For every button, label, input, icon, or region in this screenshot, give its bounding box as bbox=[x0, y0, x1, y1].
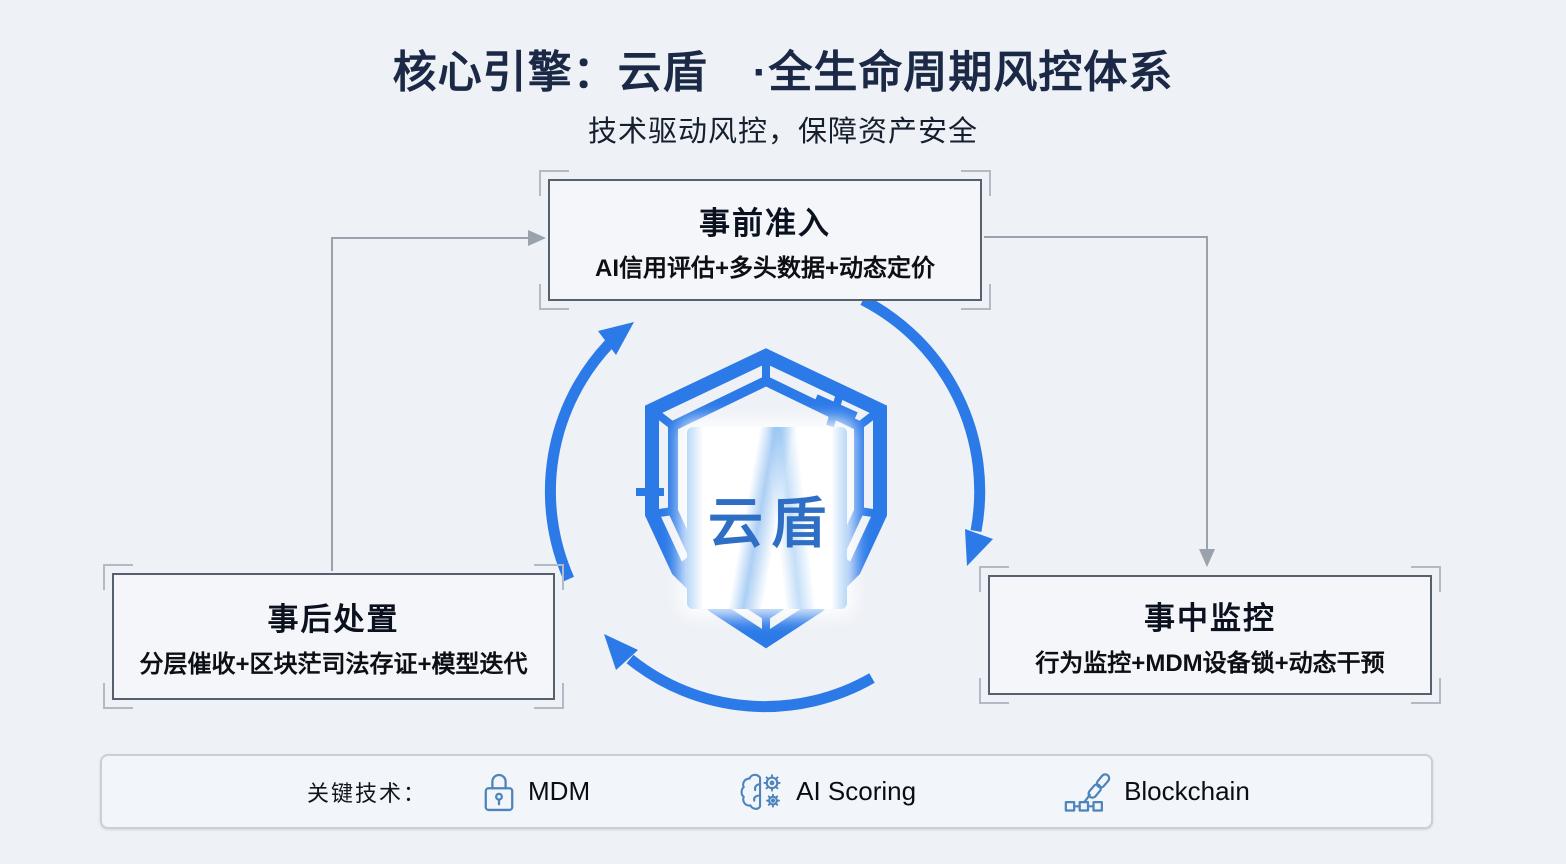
stage-box-pre-access: 事前准入 AI信用评估+多头数据+动态定价 bbox=[539, 170, 991, 310]
lock-icon bbox=[484, 773, 514, 811]
cycle-arrows-icon bbox=[544, 295, 993, 713]
stage-mid-desc: 行为监控+MDM设备锁+动态干预 bbox=[1035, 649, 1385, 677]
corner-bracket-icon bbox=[103, 683, 133, 709]
corner-bracket-icon bbox=[103, 564, 133, 590]
stage-pre-title: 事前准入 bbox=[699, 205, 831, 241]
shield-label-patch: 云盾 bbox=[687, 427, 847, 609]
shield-icon bbox=[636, 348, 887, 649]
connector-pre-to-mid bbox=[984, 236, 1215, 567]
stage-mid-title: 事中监控 bbox=[1144, 600, 1276, 636]
arrowhead-down-icon bbox=[1199, 549, 1215, 567]
stage-box-post-disposal: 事后处置 分层催收+区块茫司法存证+模型迭代 bbox=[103, 564, 564, 709]
brain-gears-icon bbox=[740, 773, 781, 810]
key-technologies-label: 关键技术： bbox=[307, 780, 428, 806]
key-technologies-bar: 关键技术： MDM bbox=[100, 754, 1433, 829]
shield-label: 云盾 bbox=[707, 492, 834, 554]
connector-post-to-pre bbox=[331, 230, 546, 571]
cycle-arrowhead-left-icon bbox=[604, 634, 638, 670]
corner-bracket-icon bbox=[979, 566, 1009, 592]
corner-bracket-icon bbox=[961, 284, 991, 310]
stage-pre-desc: AI信用评估+多头数据+动态定价 bbox=[594, 254, 936, 282]
tech-label: Blockchain bbox=[1124, 776, 1250, 806]
blockchain-icon bbox=[1064, 772, 1111, 812]
stage-post-desc: 分层催收+区块茫司法存证+模型迭代 bbox=[139, 651, 528, 678]
corner-bracket-icon bbox=[1411, 678, 1441, 704]
tech-item-mdm: MDM bbox=[482, 770, 590, 814]
tech-label: MDM bbox=[528, 776, 591, 806]
corner-bracket-icon bbox=[1411, 566, 1441, 592]
cycle-arrowhead-right-icon bbox=[965, 529, 993, 566]
tech-item-blockchain: Blockchain bbox=[1064, 770, 1250, 814]
corner-bracket-icon bbox=[534, 683, 564, 709]
tech-label: AI Scoring bbox=[796, 776, 917, 806]
arrowhead-right-icon bbox=[528, 230, 546, 246]
page-title: 核心引擎：云盾 ·全生命周期风控体系 bbox=[392, 48, 1174, 97]
corner-bracket-icon bbox=[539, 170, 569, 196]
stage-box-mid-monitoring: 事中监控 行为监控+MDM设备锁+动态干预 bbox=[979, 566, 1441, 704]
corner-bracket-icon bbox=[979, 678, 1009, 704]
tech-item-ai-scoring: AI Scoring bbox=[738, 770, 916, 814]
page-subtitle: 技术驱动风控，保障资产安全 bbox=[587, 116, 978, 148]
corner-bracket-icon bbox=[534, 564, 564, 590]
stage-post-title: 事后处置 bbox=[267, 602, 400, 637]
corner-bracket-icon bbox=[961, 170, 991, 196]
cycle-arrowhead-top-icon bbox=[598, 322, 634, 355]
corner-bracket-icon bbox=[539, 284, 569, 310]
